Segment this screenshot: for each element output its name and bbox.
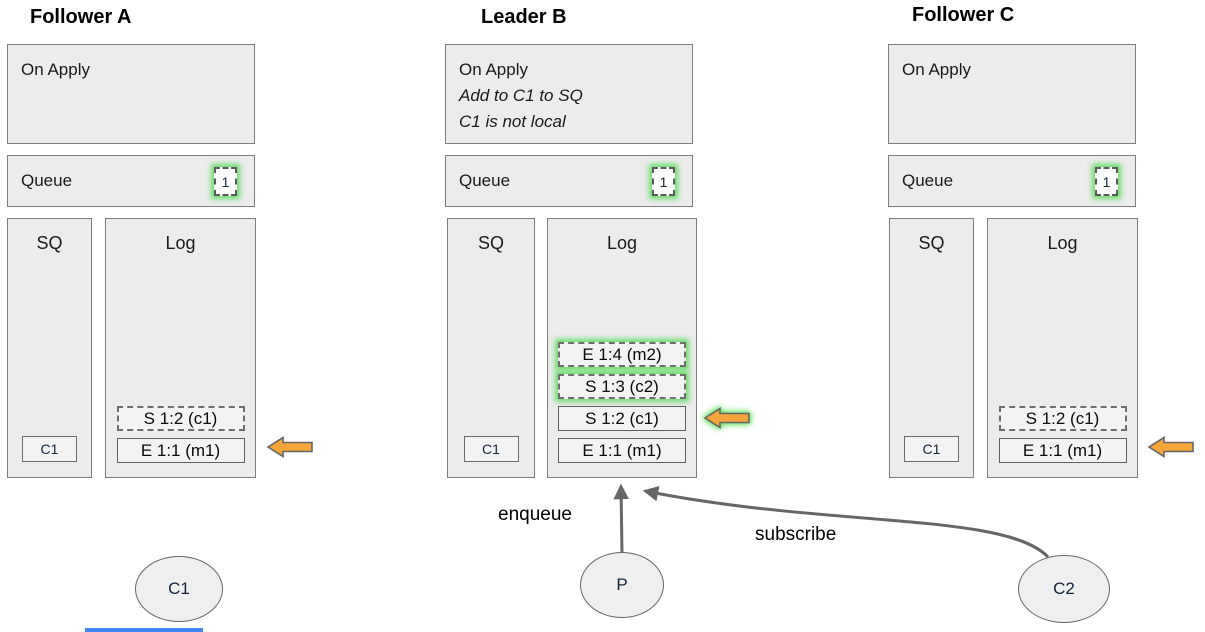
log-entry: E 1:1 (m1) (998, 438, 1127, 463)
subscribe-arrow (642, 485, 1050, 559)
enqueue-label: enqueue (498, 504, 572, 525)
sq-item-c1: C1 (22, 436, 77, 462)
sq-box-a: SQ C1 (7, 218, 92, 478)
sq-box-b: SQ C1 (447, 218, 535, 478)
enqueue-arrow (613, 483, 629, 554)
blue-selection-bar (85, 628, 203, 632)
on-apply-line: On Apply (459, 60, 528, 79)
on-apply-line: On Apply (21, 60, 90, 79)
sq-item-c1: C1 (904, 436, 959, 462)
log-box-c: Log S 1:2 (c1) E 1:1 (m1) (987, 218, 1138, 478)
sq-box-c: SQ C1 (889, 218, 974, 478)
log-box-b: Log E 1:4 (m2) S 1:3 (c2) S 1:2 (c1) E 1… (547, 218, 697, 478)
log-entry: E 1:4 (m2) (558, 342, 686, 367)
queue-label: Queue (21, 171, 73, 190)
actor-c2: C2 (1018, 555, 1110, 623)
sq-item-c1: C1 (463, 436, 519, 462)
queue-count-badge: 1 (214, 167, 237, 196)
log-label: Log (1047, 233, 1078, 253)
log-box-a: Log S 1:2 (c1) E 1:1 (m1) (105, 218, 256, 478)
pointer-arrow-icon (703, 407, 750, 429)
actor-p: P (580, 552, 664, 618)
on-apply-line: On Apply (902, 60, 971, 79)
sq-label: SQ (918, 233, 945, 253)
queue-box-c: Queue 1 (888, 155, 1136, 207)
actor-c1: C1 (135, 556, 223, 622)
pointer-arrow-icon (1147, 436, 1194, 458)
queue-count-badge: 1 (652, 167, 675, 196)
log-entry: S 1:2 (c1) (558, 406, 686, 431)
log-entry: S 1:3 (c2) (558, 374, 686, 399)
subscribe-label: subscribe (755, 524, 837, 545)
sq-label: SQ (477, 233, 504, 253)
log-label: Log (606, 233, 638, 253)
queue-count-badge: 1 (1095, 167, 1118, 196)
queue-box-b: Queue 1 (445, 155, 693, 207)
log-entry: S 1:2 (c1) (998, 406, 1127, 431)
log-entry: S 1:2 (c1) (116, 406, 245, 431)
log-label: Log (165, 233, 196, 253)
on-apply-box-c: On Apply (888, 44, 1136, 144)
sq-label: SQ (36, 233, 63, 253)
queue-label: Queue (459, 171, 511, 190)
log-entry: E 1:1 (m1) (116, 438, 245, 463)
queue-label: Queue (902, 171, 954, 190)
log-entry: E 1:1 (m1) (558, 438, 686, 463)
pointer-arrow-icon (266, 436, 313, 458)
on-apply-box-a: On Apply (7, 44, 255, 144)
node-title-follower-c: Follower C (912, 4, 1015, 26)
on-apply-box-b: On Apply Add to C1 to SQ C1 is not local (445, 44, 693, 144)
on-apply-line: C1 is not local (459, 112, 566, 131)
on-apply-line: Add to C1 to SQ (459, 86, 583, 105)
node-title-leader-b: Leader B (481, 6, 567, 28)
node-title-follower-a: Follower A (30, 6, 132, 28)
queue-box-a: Queue 1 (7, 155, 255, 207)
